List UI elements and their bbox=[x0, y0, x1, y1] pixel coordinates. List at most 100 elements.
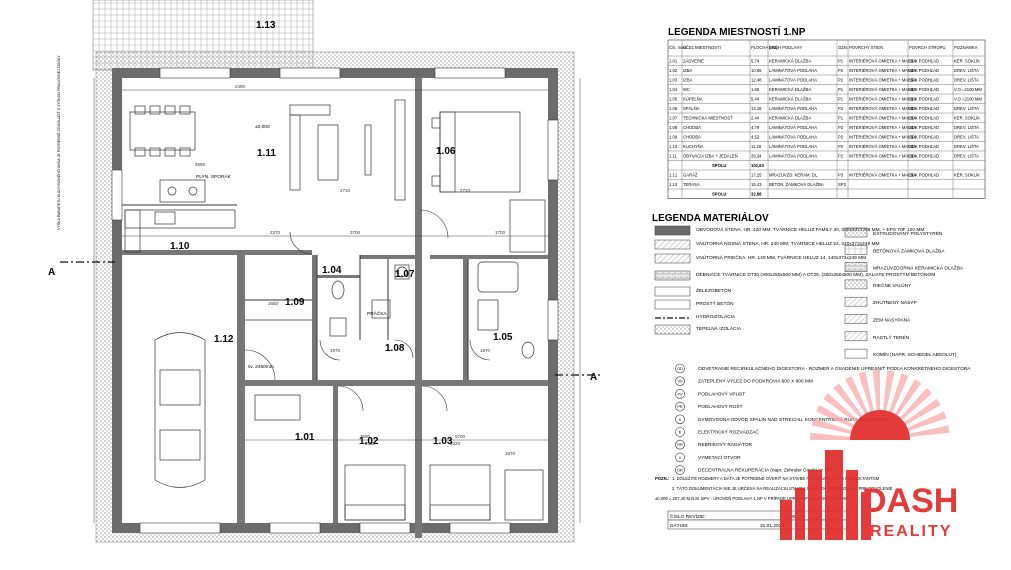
material-swatch bbox=[654, 225, 691, 236]
material-label: PROSTÝ BETÓN bbox=[696, 300, 734, 307]
table-cell: IZBA bbox=[683, 68, 693, 73]
notes-label: POZN.: bbox=[655, 476, 669, 481]
legend-symbol-text: ELEKTRICKÝ ROZVÁDZAČ bbox=[698, 429, 759, 436]
table-cell: CHODBA bbox=[683, 125, 701, 130]
material-label: TEPELNÁ IZOLÁCIA bbox=[696, 325, 742, 332]
rooms-legend: LEGENDA MIESTNOSTÍ 1.NP Čís. mies.ÚČEL M… bbox=[667, 25, 986, 199]
watermark-logo: DASH REALITY bbox=[780, 370, 958, 540]
table-cell: DREV. LIŠTA bbox=[954, 106, 979, 111]
table-cell: LAMINÁTOVÁ PODLAHA bbox=[769, 68, 817, 73]
interior-walls bbox=[122, 78, 548, 538]
table-header: POZNÁMKA bbox=[954, 45, 978, 50]
table-cell: DREV. LIŠTA bbox=[954, 144, 979, 149]
material-label: RASTLÝ TERÉN bbox=[873, 334, 910, 341]
sunburst-icon bbox=[810, 370, 950, 440]
partitions bbox=[122, 204, 469, 380]
material-label: RIEČNE VALÚNY bbox=[873, 282, 912, 289]
legend-symbol-text: DYMOVODNA ODVOD SPALÍN NAD STRECHU, KONC… bbox=[698, 416, 887, 423]
table-cell: GARÁŽ bbox=[683, 173, 698, 178]
dim-label: 2710 bbox=[340, 188, 351, 193]
room-number: 1.07 bbox=[395, 269, 415, 280]
dim-label: 2490 bbox=[235, 84, 246, 89]
dim-label: 1700 bbox=[495, 230, 506, 235]
brand-name: DASH bbox=[862, 482, 958, 520]
material-label: EXTRUDOVANÝ POLYSTYRÉN bbox=[873, 230, 943, 237]
table-cell: INTERIÉROVÁ OMIETKA + MAĽBA bbox=[849, 97, 916, 102]
table-cell: SDK PODHĽAD bbox=[909, 173, 939, 178]
table-cell: LAMINÁTOVÁ PODLAHA bbox=[769, 78, 817, 83]
legend-symbol-code: PR bbox=[677, 405, 683, 409]
material-swatch bbox=[844, 331, 868, 342]
table-cell: P1 bbox=[838, 59, 844, 64]
legend-symbol-text: ZATEPLENÝ VÝLEZ DO PODKROVIA 600 X 900 M… bbox=[698, 378, 813, 385]
section-mark-left: A bbox=[48, 267, 55, 278]
table-cell: LAMINÁTOVÁ PODLAHA bbox=[769, 106, 817, 111]
table-cell: INTERIÉROVÁ OMIETKA + MAĽBA bbox=[849, 68, 916, 73]
table-cell: SPÁLŇA bbox=[683, 106, 700, 111]
note-line: 2. TÁTO DOKUMENTÁCIA NIE JE URČENÁ NA RE… bbox=[672, 486, 893, 491]
parapet-note: VÝŠKA PARAPETU KUCHYNSKÉHO OKNA JE POTRE… bbox=[56, 55, 61, 230]
legend-symbol-text: DECENTRÁLNA REKUPERÁCIA (napr. Zehnder C… bbox=[698, 467, 832, 474]
table-header: Čís. mies. bbox=[669, 45, 688, 50]
table-cell: BETÓN. ZÁMKOVÁ DLAŽBA bbox=[769, 182, 824, 187]
doors bbox=[244, 209, 491, 412]
table-cell: INTERIÉROVÁ OMIETKA + MAĽBA bbox=[849, 154, 916, 159]
room-number: 1.12 bbox=[214, 334, 234, 345]
table-cell: INTERIÉROVÁ OMIETKA + MAĽBA bbox=[849, 173, 916, 178]
table-cell: SDK PODHĽAD bbox=[909, 68, 939, 73]
table-cell: P3 bbox=[838, 173, 844, 178]
dim-label: 2020 bbox=[365, 441, 376, 446]
legend-symbol-text: PODLAHOVÝ VPUST bbox=[698, 390, 745, 397]
legend-symbol bbox=[675, 389, 685, 399]
legend-symbol bbox=[675, 465, 685, 475]
legend-symbol-code: DR bbox=[677, 469, 683, 473]
material-swatch bbox=[844, 227, 868, 238]
material-label: KOMÍN (NAPR. SCHIEDEL ABSOLUT) bbox=[873, 351, 957, 358]
table-cell: MRAZUVZD. KERAM. DL. bbox=[769, 173, 818, 178]
legend-symbol bbox=[675, 376, 685, 387]
table-sum-label: SPOLU bbox=[712, 163, 726, 168]
dim-label: 3700 bbox=[350, 230, 361, 235]
table-cell: LAMINÁTOVÁ PODLAHA bbox=[769, 154, 817, 159]
legend-symbol-text: ODVETRANIE RECIRKULAČNÉHO DIGESTORA - RO… bbox=[698, 364, 971, 372]
table-cell: P2 bbox=[838, 144, 844, 149]
room-number: 1.03 bbox=[433, 436, 453, 447]
table-cell: IZBA bbox=[683, 78, 693, 83]
table-cell: ZÁDVERIE bbox=[683, 59, 704, 64]
table-cell: 1.05 bbox=[669, 97, 678, 102]
table-cell: KERAMICKÁ DLAŽBA bbox=[769, 87, 811, 92]
material-swatch bbox=[844, 348, 868, 359]
room-numbers: 1.13 1.11 1.06 1.10 1.04 1.07 1.09 1.12 … bbox=[170, 20, 513, 447]
material-label: VNÚTORNÁ NOSNÁ STENA, HR. 240 MM, TVÁRNI… bbox=[696, 240, 880, 247]
table-cell: KER. SOKLÍK bbox=[954, 59, 980, 64]
table-cell: KER. SOKLÍK bbox=[954, 116, 980, 121]
room-number: 1.10 bbox=[170, 241, 190, 252]
materials-legend-title: LEGENDA MATERIÁLOV bbox=[652, 211, 769, 224]
table-cell: SDK PODHĽAD bbox=[909, 154, 939, 159]
table-cell: SDK PODHĽAD bbox=[909, 106, 939, 111]
revision-value: 00 bbox=[790, 514, 796, 520]
table-header: POVRCH STROPU bbox=[909, 45, 946, 50]
table-cell: P1 bbox=[838, 87, 844, 92]
table-cell: 5,44 bbox=[751, 97, 760, 102]
material-swatch bbox=[654, 324, 691, 335]
table-cell: LAMINÁTOVÁ PODLAHA bbox=[769, 135, 817, 140]
dimension-lines bbox=[93, 78, 581, 523]
material-label: ZHUTNENÝ NÁSYP bbox=[873, 299, 917, 306]
legend-symbol-text: REBRÍKOVÝ RADIÁTOR bbox=[698, 441, 753, 448]
table-cell: P2 bbox=[838, 78, 844, 83]
legend-symbol-code: PV bbox=[677, 392, 683, 396]
room-number: 1.11 bbox=[257, 148, 276, 159]
table-cell: SDK PODHĽAD bbox=[909, 135, 939, 140]
sun-disc bbox=[850, 410, 910, 440]
rooms-table-frame bbox=[667, 39, 986, 199]
table-header: ÚČEL MIESTNOSTI bbox=[683, 45, 721, 50]
date-label: DÁTUM: bbox=[670, 522, 688, 529]
material-label: ŽELEZOBETÓN bbox=[696, 286, 732, 294]
table-sum-label: SPOLU bbox=[712, 192, 726, 197]
dim-label: 1970 bbox=[480, 348, 491, 353]
table-cell: INTERIÉROVÁ OMIETKA + MAĽBA bbox=[849, 87, 916, 92]
table-cell: 15,43 bbox=[751, 182, 762, 187]
material-swatch bbox=[844, 279, 868, 290]
